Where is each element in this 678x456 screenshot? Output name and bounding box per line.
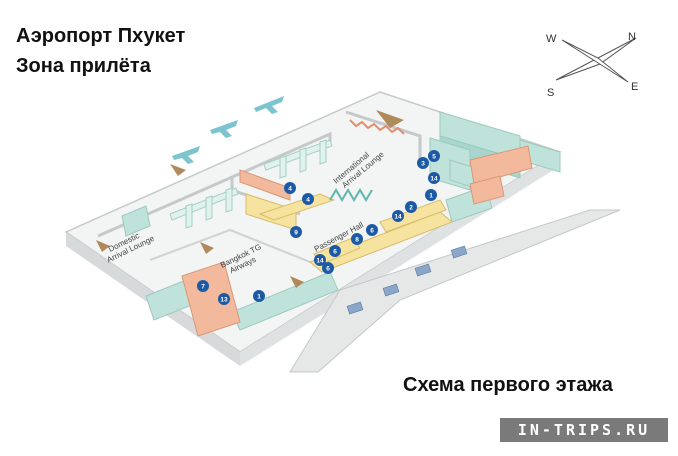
plane-icon: [172, 96, 284, 164]
svg-text:4: 4: [288, 186, 292, 193]
marker[interactable]: 1: [425, 189, 437, 201]
road: [289, 209, 621, 373]
svg-text:1: 1: [257, 294, 261, 301]
marker[interactable]: 3: [417, 157, 429, 169]
marker[interactable]: 14: [392, 210, 404, 222]
svg-text:14: 14: [394, 214, 402, 221]
jet-bridges: [169, 139, 333, 229]
marker[interactable]: 9: [290, 226, 302, 238]
svg-text:1: 1: [429, 193, 433, 200]
floor-plan-caption: Схема первого этажа: [403, 374, 613, 396]
svg-text:5: 5: [432, 154, 436, 161]
marker[interactable]: 14: [428, 172, 440, 184]
svg-text:9: 9: [294, 230, 298, 237]
svg-text:8: 8: [355, 237, 359, 244]
svg-text:4: 4: [306, 197, 310, 204]
marker[interactable]: 7: [197, 280, 209, 292]
location-markers: 4 4 3 5 14 1 2 14 9 6 8 6 14 6 7 13 1: [197, 150, 440, 305]
svg-text:14: 14: [316, 258, 324, 265]
marker[interactable]: 4: [284, 182, 296, 194]
svg-text:7: 7: [201, 284, 205, 291]
marker[interactable]: 14: [314, 254, 326, 266]
svg-text:13: 13: [220, 297, 228, 304]
svg-text:14: 14: [430, 176, 438, 183]
marker[interactable]: 4: [302, 193, 314, 205]
site-watermark: IN-TRIPS.RU: [500, 418, 668, 442]
marker[interactable]: 5: [428, 150, 440, 162]
marker[interactable]: 13: [218, 293, 230, 305]
marker[interactable]: 1: [253, 290, 265, 302]
marker[interactable]: 6: [366, 224, 378, 236]
svg-text:6: 6: [333, 249, 337, 256]
marker[interactable]: 6: [322, 262, 334, 274]
compass-w: W: [546, 33, 557, 45]
queue-lines: [329, 188, 373, 202]
map-title: Аэропорт Пхукет: [16, 25, 186, 47]
salmon-zones: [181, 145, 533, 337]
svg-text:6: 6: [326, 266, 330, 273]
compass-e: E: [631, 81, 638, 93]
compass-n: N: [628, 31, 636, 43]
svg-text:6: 6: [370, 228, 374, 235]
baggage-lines: [349, 119, 405, 135]
flow-arrows: [96, 110, 404, 288]
marker[interactable]: 6: [329, 245, 341, 257]
vehicle-icon: [346, 245, 468, 315]
compass-icon: N W E S: [546, 31, 638, 99]
map-subtitle-zone: Зона прилёта: [16, 55, 151, 77]
marker[interactable]: 2: [405, 201, 417, 213]
marker[interactable]: 8: [351, 233, 363, 245]
svg-text:2: 2: [409, 205, 413, 212]
counters: [245, 193, 453, 273]
svg-text:3: 3: [421, 161, 425, 168]
compass-s: S: [547, 87, 554, 99]
